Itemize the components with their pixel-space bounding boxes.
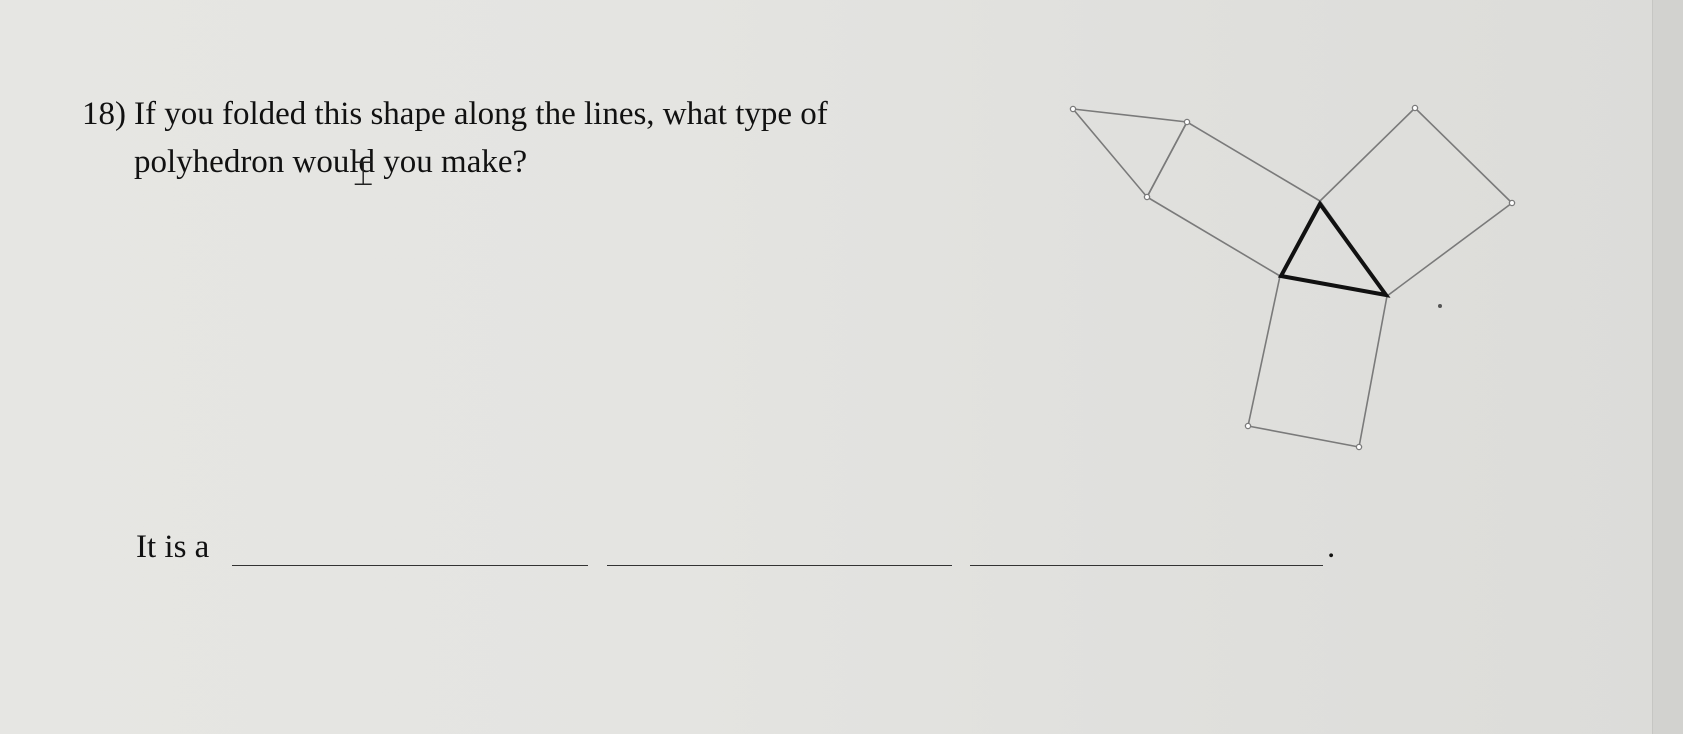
question-line-2: polyhedron would you make? — [134, 144, 528, 180]
question-text: If you folded this shape along the lines… — [134, 90, 994, 186]
stray-dot — [1438, 304, 1442, 308]
question-number: 18) — [82, 96, 126, 132]
answer-blank-3[interactable] — [970, 565, 1323, 566]
net-vertex — [1143, 193, 1151, 201]
question-line-1: If you folded this shape along the lines… — [134, 96, 828, 132]
page-edge — [1652, 0, 1683, 734]
net-vertex — [1069, 105, 1077, 113]
net-rectangle-bottom — [1247, 275, 1388, 448]
net-vertex — [1411, 104, 1419, 112]
net-rectangle-right — [1319, 107, 1513, 297]
net-base-triangle — [1277, 200, 1391, 298]
net-vertex — [1355, 443, 1363, 451]
answer-period: . — [1327, 529, 1336, 565]
answer-prefix: It is a — [136, 529, 210, 565]
answer-blank-2[interactable] — [607, 565, 952, 566]
net-vertex — [1508, 199, 1516, 207]
net-vertex — [1183, 118, 1191, 126]
net-vertex — [1244, 422, 1252, 430]
i-beam-cursor-icon: ⌶ — [353, 154, 374, 194]
answer-blank-1[interactable] — [232, 565, 588, 566]
